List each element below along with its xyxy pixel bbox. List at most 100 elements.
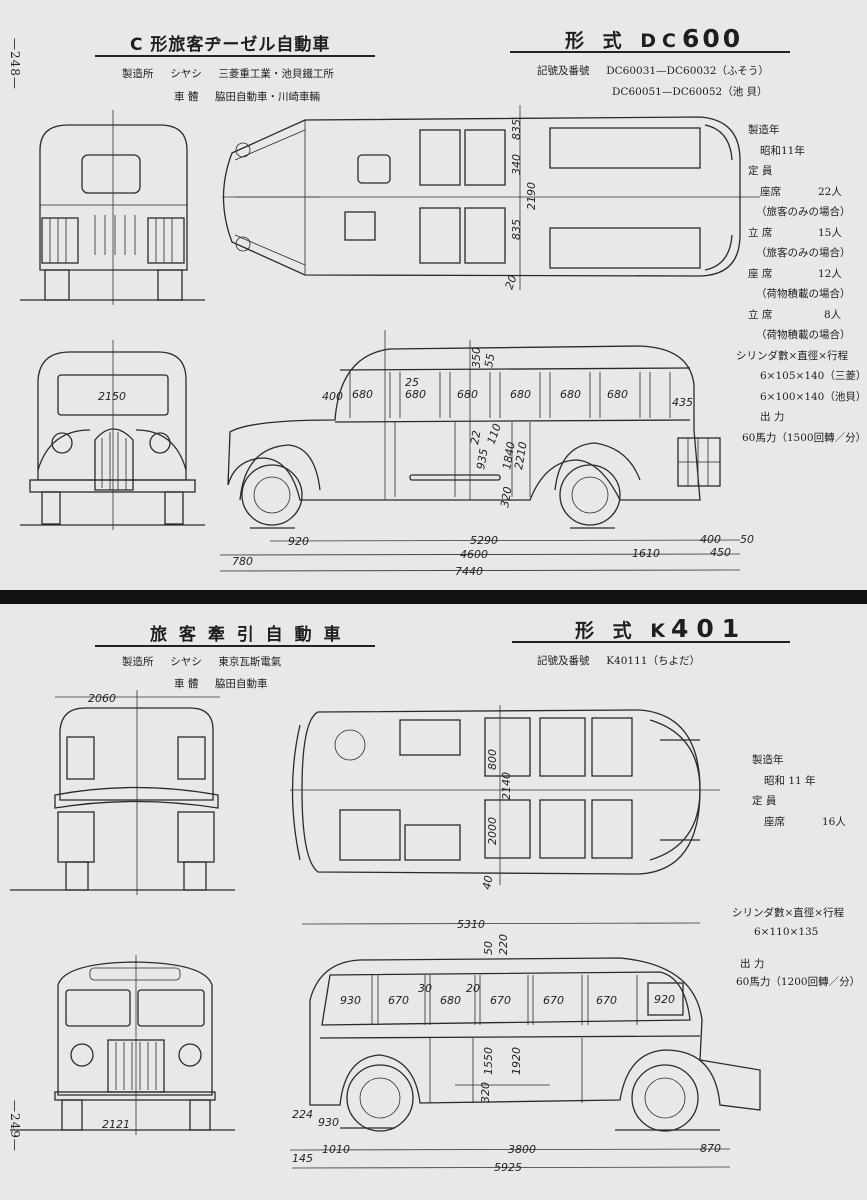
dc600-rear-view-drawing xyxy=(20,110,205,305)
dimension-label: 350 xyxy=(470,347,483,368)
capacity-label: 座席 xyxy=(764,815,785,828)
serial-value: K40111（ちよだ） xyxy=(606,655,700,667)
spec-year: 昭和11年 xyxy=(760,144,805,157)
dimension-label: 870 xyxy=(700,1142,721,1155)
spec-cylinder: 6×110×135 xyxy=(754,925,819,938)
capacity-note: （旅客のみの場合） xyxy=(756,247,851,259)
capacity-label: 立 席 xyxy=(748,308,773,321)
dimension-label: 224 xyxy=(292,1108,313,1121)
chassis-maker: 東京瓦斯電氣 xyxy=(218,656,282,668)
chassis-label: シヤシ xyxy=(170,68,202,80)
dimension-label: 7440 xyxy=(455,565,483,578)
maker-line-chassis: 製造所 シヤシ 三菱重工業・池貝鐵工所 xyxy=(122,66,334,81)
capacity-value: 15人 xyxy=(818,226,842,239)
serial-value: DC60031—DC60032（ふそう） xyxy=(606,65,769,77)
dimension-label: 400 xyxy=(322,390,343,403)
k401-plan-view-drawing: 2000 800 2140 40 xyxy=(290,705,720,891)
spec-cylinder: 6×100×140（池貝） xyxy=(760,390,867,403)
dimension-label: 920 xyxy=(654,993,675,1006)
spec-column: 製造年 昭和 11 年 定 員 座席 16人 xyxy=(752,750,846,832)
spec-output-label: 出 力 xyxy=(760,411,785,423)
spec-year-label: 製造年 xyxy=(752,754,784,766)
dimension-label: 1550 xyxy=(482,1047,495,1075)
dimension-label: 50 xyxy=(740,533,754,546)
k401-rear-view-drawing: 2060 xyxy=(10,690,235,895)
body-maker: 脇田自動車 xyxy=(215,678,268,690)
dimension-label: 2000 xyxy=(486,817,499,845)
body-label: 車 體 xyxy=(174,91,199,103)
dimension-label: 5310 xyxy=(457,918,485,931)
spec-capacity-label: 定 員 xyxy=(752,795,777,807)
dimension-label: 22 xyxy=(468,429,483,445)
model-designation: 形 式 DC600 xyxy=(565,24,743,53)
serial-label: 記號及番號 xyxy=(537,65,590,77)
spec-output-label: 出 力 xyxy=(740,957,765,970)
spec-output: 60馬力（1200回轉／分） xyxy=(736,976,861,988)
page-divider xyxy=(0,590,867,604)
dimension-label: 1840 xyxy=(500,441,518,471)
page-title: C 形旅客ヂーゼル自動車 xyxy=(130,35,331,55)
dimension-label: 340 xyxy=(510,154,523,175)
chassis-label: シヤシ xyxy=(170,656,202,668)
spec-output: 60馬力（1500回轉／分） xyxy=(742,431,867,444)
spec-year-label: 製造年 xyxy=(748,124,780,136)
body-label: 車 體 xyxy=(174,678,199,690)
page-number: —249— xyxy=(8,1100,22,1152)
dc600-plan-view-drawing: 835 340 835 2190 20 xyxy=(222,105,760,291)
dimension-label: 2060 xyxy=(88,692,116,705)
model-number: 401 xyxy=(670,614,748,643)
dimension-label: 320 xyxy=(498,486,514,509)
serial-label: 記號及番號 xyxy=(537,655,590,667)
dimension-label: 680 xyxy=(607,388,628,401)
spec-cylinder-label: シリンダ數×直徑×行程 xyxy=(732,907,845,919)
spec-year: 昭和 11 年 xyxy=(764,774,816,787)
dimension-label: 110 xyxy=(485,422,504,446)
dimension-label: 20 xyxy=(503,273,520,291)
dimension-label: 1610 xyxy=(632,547,660,560)
maker-line-body: 車 體 脇田自動車・川崎車輛 xyxy=(174,89,320,104)
dimension-label: 835 xyxy=(510,219,523,240)
k401-side-view-drawing: 5310 930 670 680 670 670 670 920 30 20 5… xyxy=(289,918,761,1174)
dimension-label: 835 xyxy=(510,119,523,140)
dc600-front-view-drawing: 2150 xyxy=(20,340,205,530)
dimension-label: 40 xyxy=(480,874,495,890)
body-maker: 脇田自動車・川崎車輛 xyxy=(215,91,321,103)
dimension-label: 930 xyxy=(318,1116,339,1129)
dimension-label: 20 xyxy=(466,982,480,995)
title-rule xyxy=(95,645,375,647)
dimension-label: 670 xyxy=(388,994,409,1007)
spec-cylinder-label: シリンダ數×直徑×行程 xyxy=(736,349,849,362)
dimension-label: 680 xyxy=(352,388,373,401)
model-prefix: 形 式 DC xyxy=(565,30,682,52)
dimension-label: 55 xyxy=(482,352,497,368)
model-prefix: 形 式 K xyxy=(575,620,671,642)
model-rule xyxy=(512,641,790,643)
spec-capacity-row: 座席 16人 xyxy=(752,812,846,833)
dimension-label: 145 xyxy=(292,1152,313,1165)
dimension-label: 2121 xyxy=(102,1118,130,1131)
capacity-label: 座席 xyxy=(760,185,781,198)
dimension-label: 680 xyxy=(560,388,581,401)
dimension-label: 220 xyxy=(497,934,510,955)
spec-cylinder: 6×105×140（三菱） xyxy=(760,370,867,382)
dimension-label: 670 xyxy=(596,994,617,1007)
dimension-label: 680 xyxy=(405,388,426,401)
dimension-label: 1010 xyxy=(322,1143,350,1156)
capacity-value: 16人 xyxy=(822,815,846,828)
dc600-dimension-lines: 920 5290 400 50 780 4600 1610 450 7440 xyxy=(219,533,754,578)
dimension-label: 3800 xyxy=(508,1143,536,1156)
maker-line-chassis: 製造所 シヤシ 東京瓦斯電氣 xyxy=(122,654,281,669)
capacity-note: （荷物積載の場合） xyxy=(756,329,851,341)
page-title: 旅 客 牽 引 自 動 車 xyxy=(150,625,344,645)
dimension-label: 1920 xyxy=(510,1047,523,1075)
capacity-label: 座 席 xyxy=(748,267,773,280)
spec-capacity-label: 定 員 xyxy=(748,165,773,177)
capacity-note: （旅客のみの場合） xyxy=(756,206,851,218)
dimension-label: 2210 xyxy=(512,441,530,471)
k401-front-view-drawing: 2121 xyxy=(10,955,235,1135)
dimension-label: 320 xyxy=(479,1082,492,1103)
